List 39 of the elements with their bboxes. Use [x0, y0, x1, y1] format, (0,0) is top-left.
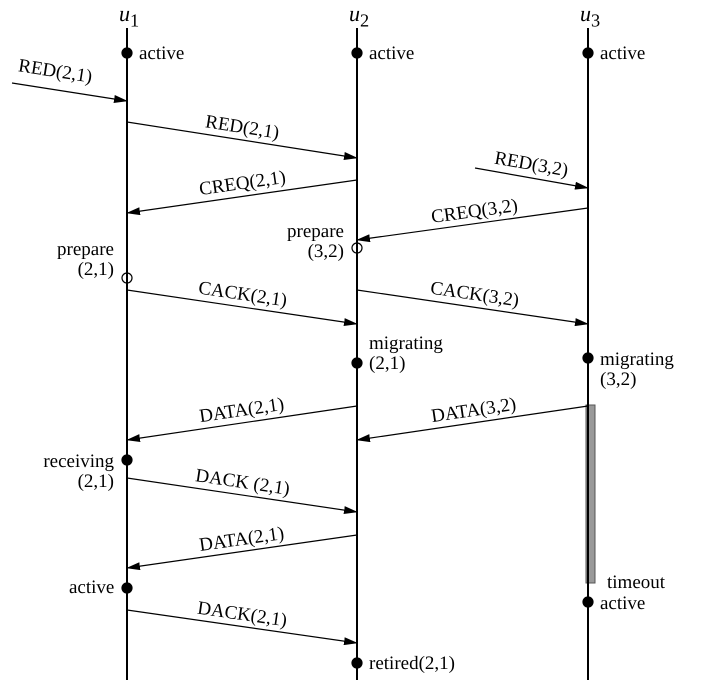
state-label: active — [600, 594, 646, 614]
message-arrow — [474, 167, 589, 190]
lifeline-header: u$_{1}$ — [119, 4, 140, 30]
message-label: DACK(2,1) — [196, 598, 288, 632]
state-label: timeout — [607, 573, 666, 593]
message-arrow — [356, 207, 588, 242]
state-label: active — [69, 578, 114, 598]
message-label: DATA(3,2) — [430, 394, 518, 428]
message-arrow — [126, 534, 358, 570]
state-label: active — [369, 44, 414, 64]
message-arrow — [126, 121, 358, 160]
message-arrow — [356, 289, 589, 326]
message-label: CACK(3,2) — [428, 278, 520, 312]
state-label: receiving (2,1) — [42, 452, 114, 492]
message-arrow — [126, 477, 358, 514]
message-label: CREQ(2,1) — [197, 166, 287, 202]
message-arrow — [12, 82, 128, 103]
lifeline-header: u$_{3}$ — [580, 4, 600, 30]
message-arrow — [126, 179, 358, 216]
state-label: migrating (3,2) — [600, 350, 675, 390]
state-label: retired(2,1) — [369, 654, 455, 674]
state-label: active — [139, 44, 184, 64]
message-label: DATA(2,1) — [198, 523, 286, 557]
message-label: DATA(2,1) — [198, 394, 286, 428]
state-label: active — [600, 44, 646, 64]
lifeline-header: u$_{2}$ — [349, 4, 370, 30]
message-label: RED(2,1) — [16, 55, 94, 89]
message-arrow — [126, 405, 358, 442]
message-label: CACK(2,1) — [196, 278, 288, 312]
state-label: migrating (2,1) — [369, 334, 444, 374]
message-label: RED(3,2) — [492, 148, 570, 182]
message-arrow — [356, 405, 588, 442]
message-arrow — [126, 609, 358, 646]
message-label: RED(2,1) — [204, 111, 281, 145]
message-label: DACK (2,1) — [193, 465, 291, 501]
message-label: CREQ(3,2) — [429, 195, 519, 229]
message-arrow — [126, 289, 358, 326]
state-label: prepare (3,2) — [286, 222, 344, 262]
state-label: prepare (2,1) — [56, 240, 114, 280]
